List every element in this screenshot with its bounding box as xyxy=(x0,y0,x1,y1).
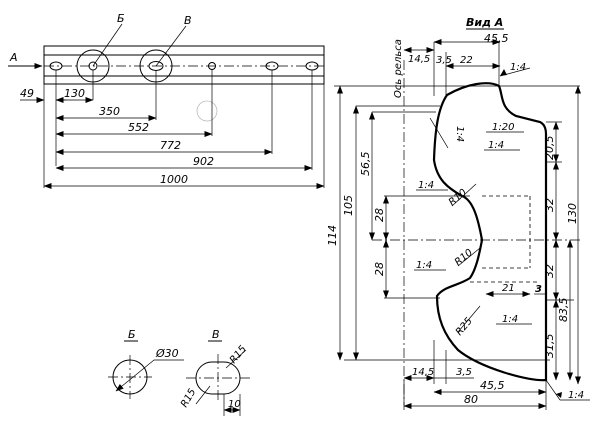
callout-leader-v xyxy=(155,25,187,67)
slope-1-4-e: 1:4 xyxy=(416,260,432,271)
slope-1-4-d: 1:4 xyxy=(418,180,434,191)
detail-b-dim-leader xyxy=(115,359,155,392)
detail-v-r-top: R15 xyxy=(228,344,249,366)
callout-leader-b xyxy=(92,23,123,67)
dim-80: 80 xyxy=(464,393,478,406)
callout-label-v: В xyxy=(184,14,192,27)
bar-outline xyxy=(43,45,325,85)
dim-772: 772 xyxy=(160,139,181,152)
dim-114: 114 xyxy=(326,225,339,246)
slope-1-4-f: 1:4 xyxy=(502,314,518,325)
dim-28-a: 28 xyxy=(373,208,386,222)
dim-28-b: 28 xyxy=(373,262,386,276)
scan-artifact-circle xyxy=(196,100,218,122)
detail-b: Б Ø30 xyxy=(108,328,184,399)
r25: R25 xyxy=(454,316,475,338)
r10-b-leader xyxy=(457,247,481,267)
dim-45-5-bot: 45,5 xyxy=(480,379,505,392)
dim-105: 105 xyxy=(342,195,355,216)
dim-49: 49 xyxy=(20,87,34,100)
dim-3: 3 xyxy=(535,284,542,295)
dim-14-5-bot: 14,5 xyxy=(412,367,434,378)
dim-45-5-top: 45,5 xyxy=(484,32,509,45)
dim-14-5-top: 14,5 xyxy=(408,54,430,65)
detail-b-dim: Ø30 xyxy=(155,347,179,360)
dim-20-5: 20,5 xyxy=(543,136,556,161)
detail-b-label: Б xyxy=(128,328,136,341)
dim-56-5: 56,5 xyxy=(359,152,372,177)
detail-v-dim-10: 10 xyxy=(228,399,241,410)
r10-a-leader xyxy=(451,183,477,207)
rail-axis-label: Ось рельса xyxy=(393,39,404,98)
view-a: Вид А Ось рельса 45,5 14,5 3,5 22 1:4 xyxy=(326,16,590,410)
slope-1-4-a-triangle xyxy=(500,69,507,76)
r10-b: R10 xyxy=(453,247,475,268)
dim-83-5: 83,5 xyxy=(557,298,570,323)
dim-31-5: 31,5 xyxy=(543,334,556,359)
slope-1-20: 1:20 xyxy=(492,122,514,133)
plan-view: Б В А 49 130 350 552 772 902 xyxy=(8,12,325,189)
dim-21: 21 xyxy=(502,283,515,294)
r10-a: R10 xyxy=(447,187,469,208)
dim-22: 22 xyxy=(460,55,473,66)
dim-552: 552 xyxy=(128,121,149,134)
r25-leader xyxy=(457,305,481,333)
slope-1-4-g-triangle xyxy=(556,392,562,398)
slope-1-4-c: 1:4 xyxy=(488,140,504,151)
detail-v: В R15 R15 10 xyxy=(179,328,250,416)
dim-3-5-top: 3,5 xyxy=(436,55,452,66)
detail-v-r-bot-leader xyxy=(195,385,211,405)
slope-1-4-a: 1:4 xyxy=(510,62,526,73)
callout-label-b: Б xyxy=(117,12,125,25)
hole-4 xyxy=(208,62,216,70)
dim-130: 130 xyxy=(64,87,85,100)
dim-130: 130 xyxy=(566,203,579,224)
dim-902: 902 xyxy=(193,155,214,168)
view-a-title: Вид А xyxy=(466,16,503,29)
view-arrow-label: А xyxy=(9,51,18,64)
dim-1000: 1000 xyxy=(160,173,188,186)
detail-v-label: В xyxy=(212,328,220,341)
slope-1-4-g: 1:4 xyxy=(568,390,584,401)
detail-v-r-bot: R15 xyxy=(179,387,198,410)
dim-32-a: 32 xyxy=(543,198,556,212)
slope-1-4-b: 1:4 xyxy=(454,126,465,142)
detail-v-r-top-leader xyxy=(225,349,247,369)
dim-32-b: 32 xyxy=(543,264,556,278)
dim-3-5-bot: 3,5 xyxy=(456,367,472,378)
pad-profile xyxy=(432,82,548,382)
slope-1-4-b-leader xyxy=(429,117,449,149)
dim-350: 350 xyxy=(99,105,120,118)
slope-1-4-g-leader xyxy=(545,379,561,401)
